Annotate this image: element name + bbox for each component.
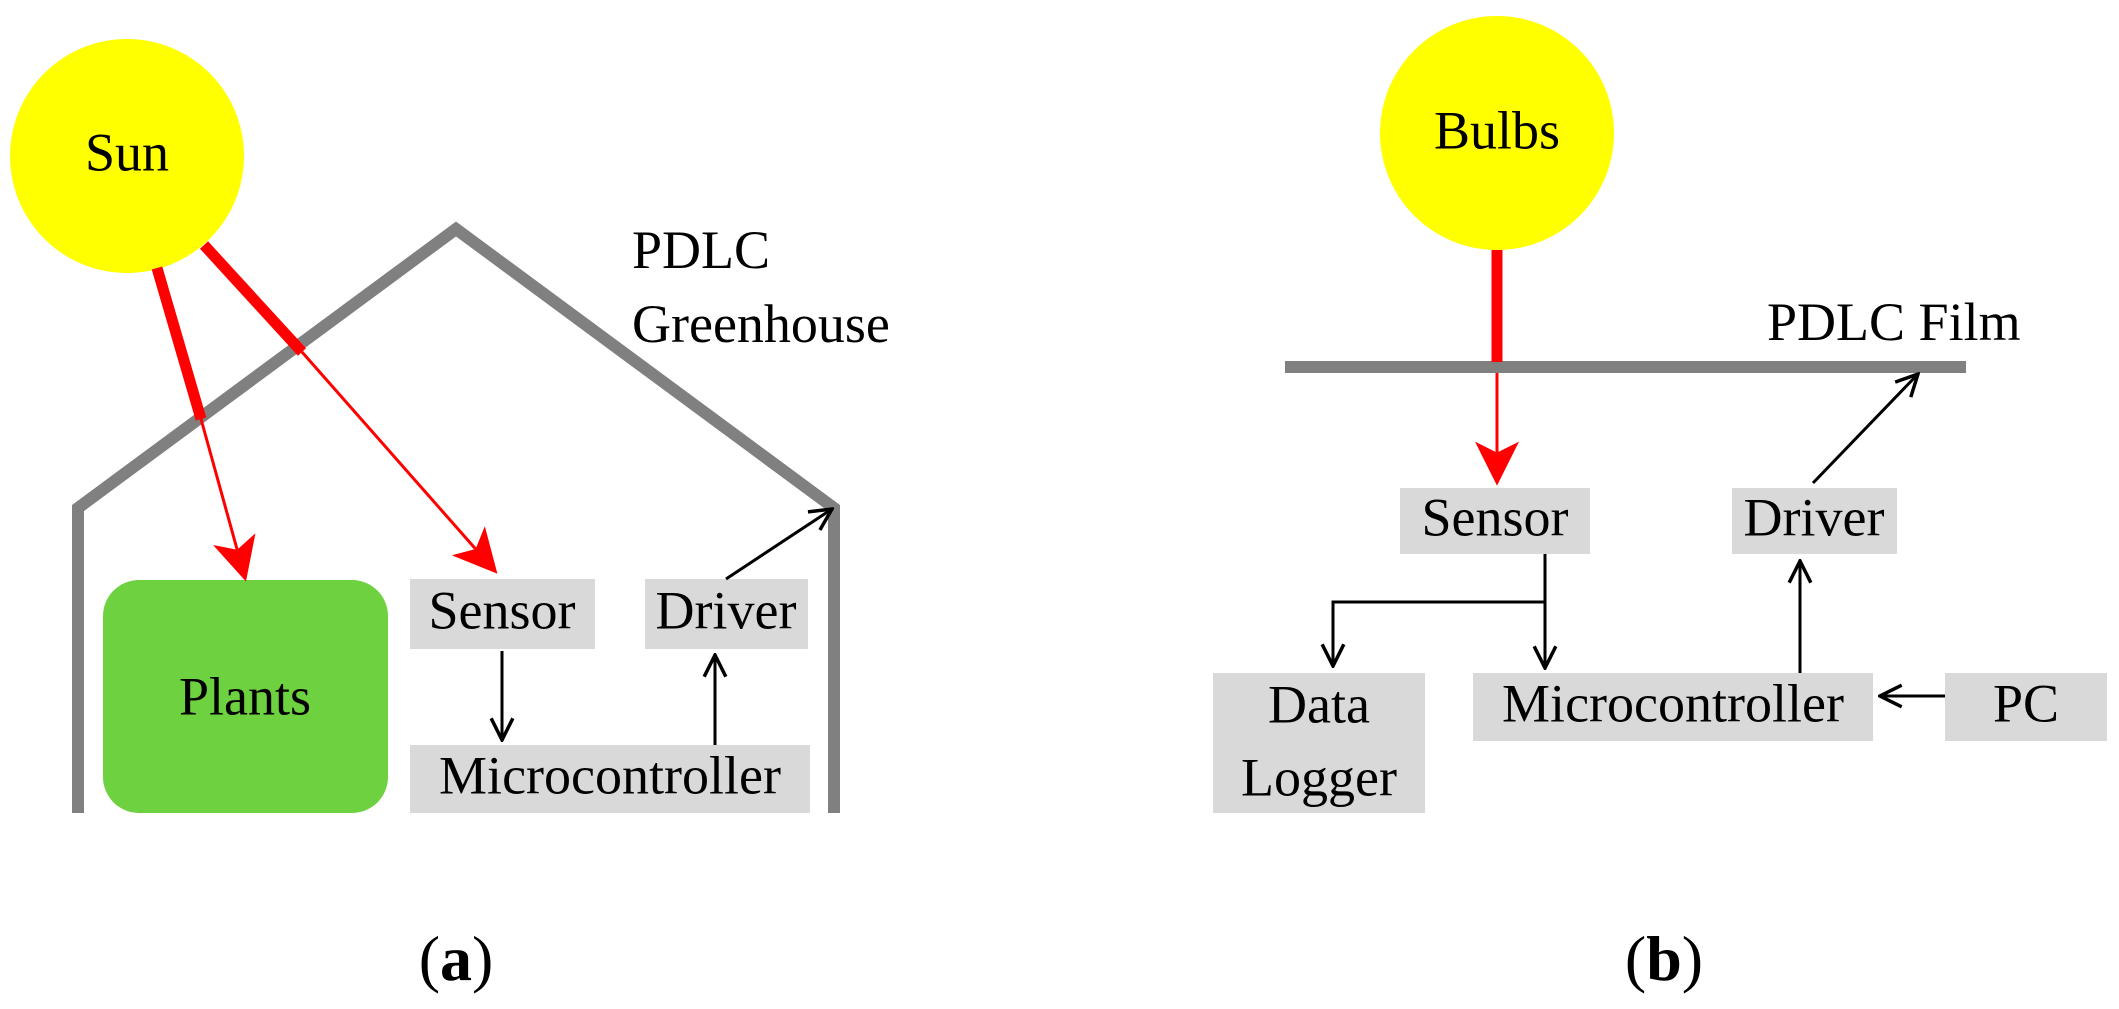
panel-b: PDLC Film Bulbs Sensor Driver Data Logge… <box>1213 16 2107 994</box>
microcontroller-label-b: Microcontroller <box>1502 673 1844 733</box>
caption-a-open: ( <box>419 923 440 994</box>
pc-box <box>1945 673 2107 741</box>
data-logger-label-line2: Logger <box>1241 747 1397 807</box>
panel-a: Plants Sensor Driver Microcontroller Sun… <box>10 39 890 994</box>
caption-b-letter: b <box>1646 923 1682 994</box>
sensor-branch-line <box>1333 554 1547 666</box>
sensor-box-b <box>1400 488 1590 554</box>
driver-to-film-arrow <box>1811 374 1918 485</box>
sensor-box-a <box>410 579 595 649</box>
pdlc-film-label: PDLC Film <box>1767 292 2021 352</box>
driver-label-b: Driver <box>1744 487 1885 547</box>
data-logger-label-line1: Data <box>1268 674 1370 734</box>
pc-label: PC <box>1993 673 2059 733</box>
plants-box <box>103 580 388 813</box>
microcontroller-box-b <box>1473 673 1873 741</box>
greenhouse-label-line2: Greenhouse <box>632 294 890 354</box>
microcontroller-label-a: Microcontroller <box>439 745 781 805</box>
data-logger-box <box>1213 673 1425 813</box>
sun-ray-to-plants-inside <box>199 418 256 582</box>
driver-label-a: Driver <box>656 580 797 640</box>
greenhouse-label-line1: PDLC <box>632 220 770 280</box>
bulbs-label: Bulbs <box>1434 100 1560 160</box>
driver-box-a <box>645 579 808 649</box>
sensor-label-a: Sensor <box>429 580 576 640</box>
caption-b: (b) <box>1625 923 1703 994</box>
caption-b-open: ( <box>1625 923 1646 994</box>
greenhouse-outline <box>72 221 840 813</box>
bulbs-circle <box>1380 16 1614 250</box>
driver-to-greenhouse-arrow <box>725 509 832 581</box>
caption-a-close: ) <box>472 923 493 994</box>
plants-label: Plants <box>179 666 311 726</box>
caption-a-letter: a <box>440 923 472 994</box>
caption-a: (a) <box>419 923 494 994</box>
driver-box-b <box>1732 488 1897 554</box>
sun-label: Sun <box>85 122 169 182</box>
sun-circle <box>10 39 244 273</box>
microcontroller-box-a <box>410 745 810 813</box>
sun-ray-to-sensor-outside <box>199 241 307 356</box>
sensor-label-b: Sensor <box>1422 487 1569 547</box>
sun-ray-to-sensor-inside <box>300 351 498 574</box>
caption-b-close: ) <box>1682 923 1703 994</box>
sun-ray-to-plants-outside <box>151 266 207 421</box>
